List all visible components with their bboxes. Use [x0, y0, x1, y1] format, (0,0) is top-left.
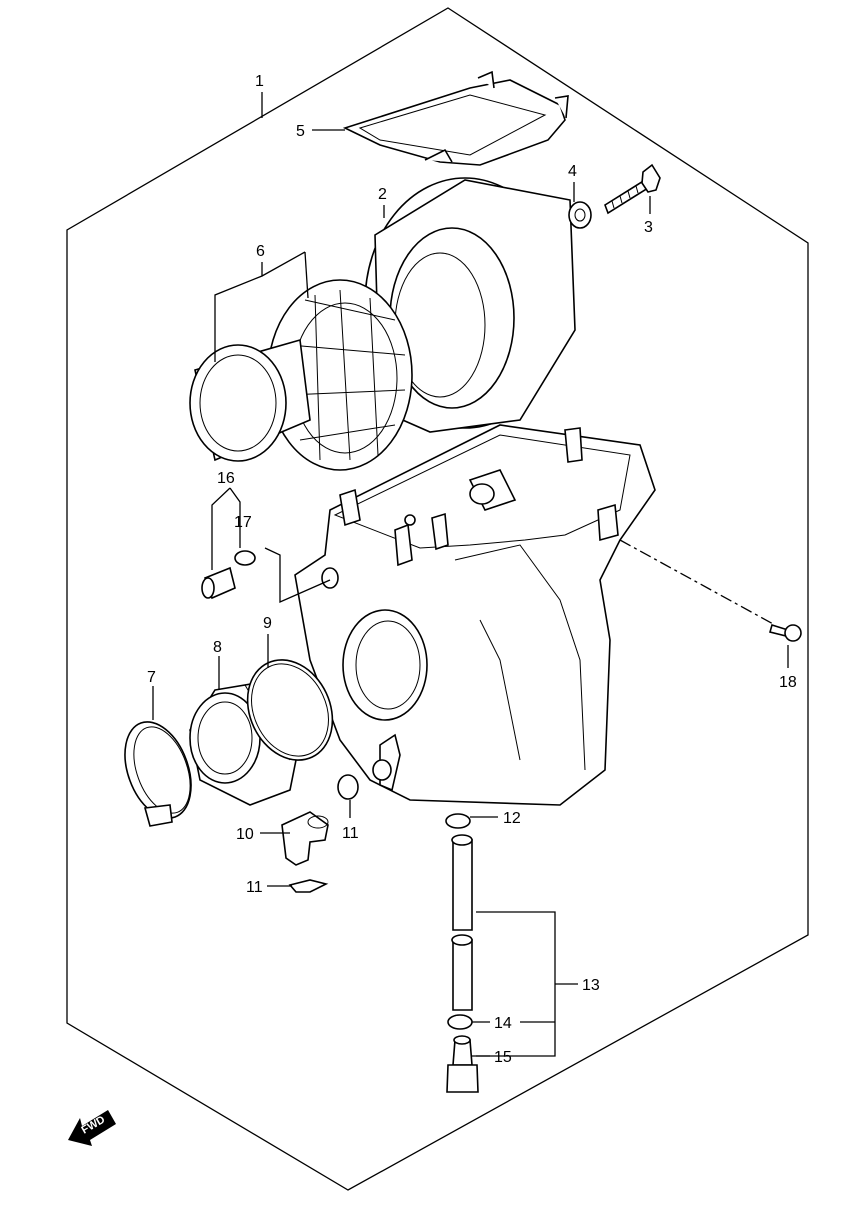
label-part-13: 13 [582, 977, 600, 994]
label-part-7: 7 [147, 669, 156, 686]
label-part-9: 9 [263, 615, 272, 632]
part-2-filter-element [364, 177, 576, 433]
part-11-clip-upper [337, 774, 359, 800]
part-11-clip-lower [288, 879, 329, 893]
assembly-outline [66, 7, 809, 1191]
label-part-1: 1 [255, 73, 264, 90]
label-part-8: 8 [213, 639, 222, 656]
leader-lines [152, 92, 789, 1057]
part-16-cap [201, 566, 236, 600]
part-18-screw [769, 623, 802, 642]
part-1-air-cleaner-case [294, 424, 656, 806]
part-14-clip [447, 1014, 473, 1030]
label-part-3: 3 [644, 219, 653, 236]
label-part-10: 10 [236, 826, 254, 843]
label-part-4: 4 [568, 163, 577, 180]
label-part-2: 2 [378, 186, 387, 203]
fwd-arrow-icon: FWD [68, 1110, 116, 1146]
part-5-cover-plate [342, 70, 569, 166]
label-part-16: 16 [217, 470, 235, 487]
part-3-wing-bolt [604, 163, 661, 215]
label-part-15: 15 [494, 1049, 512, 1066]
part-12-clip [445, 813, 471, 829]
part-15-plug [446, 1035, 479, 1093]
part-10-hose [281, 811, 329, 866]
label-part-5: 5 [296, 123, 305, 140]
label-part-18: 18 [779, 674, 797, 691]
part-6-filter-cage [189, 279, 413, 471]
part-17-clip [234, 550, 256, 566]
label-part-6: 6 [256, 243, 265, 260]
label-part-12: 12 [503, 810, 521, 827]
label-part-14: 14 [494, 1015, 512, 1032]
label-part-11-upper: 11 [342, 825, 359, 842]
part-4-grommet [568, 201, 592, 229]
part-7-clamp [124, 721, 192, 827]
label-part-17: 17 [234, 514, 252, 531]
label-part-11-lower: 11 [246, 879, 263, 896]
part-13-drain-tube [451, 834, 473, 1011]
